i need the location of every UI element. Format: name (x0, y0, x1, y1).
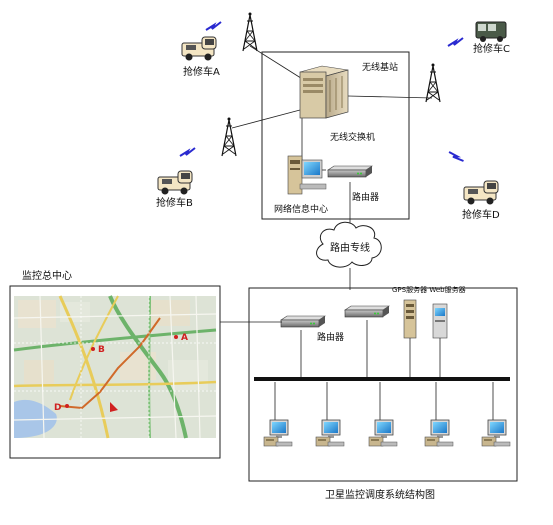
network-center-computer-icon (287, 155, 327, 195)
network-center-label: 网络信息中心 (274, 203, 328, 215)
truck-d-label: 抢修车D (462, 208, 500, 221)
workstation-1-icon (263, 419, 293, 447)
wireless-switch-label: 无线交换机 (330, 131, 375, 143)
leased-line-cloud-icon (316, 221, 382, 268)
workstation-2-icon (315, 419, 345, 447)
lan-box (248, 287, 518, 482)
map-vehicle-arrow-icon (110, 402, 118, 412)
base-station-server-icon (299, 65, 349, 119)
truck-c-icon (475, 21, 507, 42)
workstation-3-icon (368, 419, 398, 447)
map-marker-b: B (98, 345, 105, 355)
server-labels: GPS服务器 Web服务器 (392, 285, 466, 294)
leased-line-label: 路由专线 (330, 241, 370, 254)
router-lan-left-icon (280, 315, 326, 328)
lan-drops (274, 320, 494, 420)
truck-a-icon (181, 36, 217, 61)
base-station-label: 无线基站 (362, 61, 398, 73)
router-top-label: 路由器 (352, 191, 379, 203)
map-marker-a-dot (174, 335, 178, 339)
central-station-box (261, 51, 410, 220)
workstation-4-icon (424, 419, 454, 447)
truck-d-icon (463, 180, 499, 205)
map-marker-a: A (181, 333, 188, 343)
router-lan-center-icon (344, 305, 390, 318)
signal-bolt-a-icon (205, 21, 222, 31)
map-marker-d: D (54, 403, 61, 413)
tower-right-icon (425, 62, 441, 103)
gps-server-icon (403, 299, 417, 339)
truck-c-label: 抢修车C (473, 42, 510, 55)
diagram-caption: 卫星监控调度系统结构图 (325, 488, 435, 501)
router-top-icon (327, 165, 373, 178)
tower-top-icon (242, 11, 258, 52)
truck-b-icon (157, 170, 193, 195)
truck-b-label: 抢修车B (156, 196, 193, 209)
signal-bolt-c-icon (447, 37, 464, 47)
map-marker-d-dot (65, 404, 69, 408)
lan-bus (254, 377, 510, 381)
workstation-5-icon (481, 419, 511, 447)
signal-bolt-d-icon (448, 151, 464, 162)
wireless-links (231, 45, 433, 228)
tower-left-icon (221, 116, 237, 157)
monitor-center-label: 监控总中心 (22, 269, 72, 282)
map-marker-b-dot (91, 347, 95, 351)
map-view (13, 295, 217, 439)
truck-a-label: 抢修车A (183, 65, 220, 78)
router-bottom-label: 路由器 (317, 331, 344, 343)
signal-bolt-b-icon (179, 147, 196, 157)
web-server-icon (432, 303, 448, 339)
